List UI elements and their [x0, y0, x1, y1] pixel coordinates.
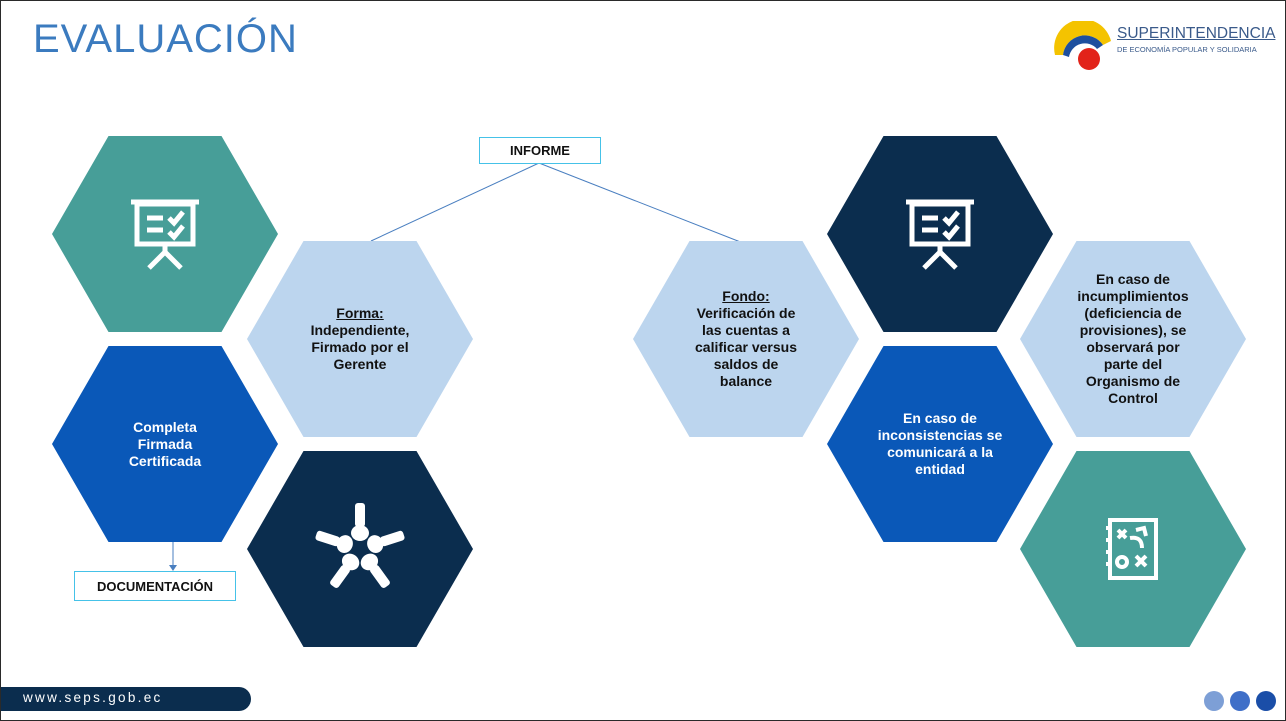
informe-label: INFORME	[479, 137, 601, 164]
forma-line: Firmado por el	[311, 339, 409, 355]
strategy-plan-icon	[1020, 451, 1246, 647]
fondo-text: Fondo: Verificación de las cuentas a cal…	[673, 241, 819, 437]
completa-line: Completa	[133, 418, 197, 435]
inconsistencias-text: En caso de inconsistencias se comunicará…	[867, 346, 1013, 542]
footer-url: www.seps.gob.ec	[23, 690, 163, 705]
fondo-line: balance	[719, 373, 773, 389]
completa-line: Firmada	[137, 435, 193, 452]
incumplimientos-line: Organismo de	[1085, 373, 1181, 389]
documentacion-label: DOCUMENTACIÓN	[74, 571, 236, 601]
forma-line: Gerente	[333, 356, 387, 372]
incumplimientos-line: parte del	[1103, 356, 1163, 372]
hands-teamwork-icon	[247, 451, 473, 647]
hex-presentation-right	[827, 136, 1053, 332]
incumplimientos-text: En caso de incumplimientos (deficiencia …	[1054, 241, 1212, 437]
incumplimientos-line: provisiones), se	[1079, 322, 1187, 338]
completa-text: Completa Firmada Certificada	[92, 346, 238, 542]
hex-fondo: Fondo: Verificación de las cuentas a cal…	[633, 241, 859, 437]
presentation-board-icon	[827, 136, 1053, 332]
forma-heading: Forma:	[336, 305, 384, 321]
page-title: EVALUACIÓN	[33, 17, 298, 61]
inconsistencias-line: inconsistencias se	[877, 427, 1003, 443]
inconsistencias-line: comunicará a la	[887, 444, 993, 460]
footer-bar: www.seps.gob.ec	[1, 687, 251, 711]
logo-name: SUPERINTENDENCIA	[1117, 25, 1276, 42]
completa-line: Certificada	[128, 452, 202, 469]
footer-dot	[1256, 691, 1276, 711]
hex-inconsistencias: En caso de inconsistencias se comunicará…	[827, 346, 1053, 542]
fondo-heading: Fondo:	[722, 288, 770, 304]
incumplimientos-line: observará por	[1086, 339, 1180, 355]
presentation-board-icon	[52, 136, 278, 332]
incumplimientos-line: (deficiencia de	[1084, 305, 1182, 321]
fondo-line: Verificación de	[696, 305, 796, 321]
footer-dot	[1204, 691, 1224, 711]
inconsistencias-line: entidad	[915, 461, 965, 477]
incumplimientos-line: incumplimientos	[1077, 288, 1189, 304]
logo-mark-icon	[1054, 19, 1111, 70]
logo-subtitle: DE ECONOMÍA POPULAR Y SOLIDARIA	[1117, 45, 1257, 54]
forma-text: Forma: Independiente, Firmado por el Ger…	[287, 241, 433, 437]
incumplimientos-line: Control	[1108, 390, 1158, 406]
forma-line: Independiente,	[310, 322, 410, 338]
fondo-line: saldos de	[713, 356, 779, 372]
incumplimientos-line: En caso de	[1096, 271, 1170, 287]
seps-logo: SUPERINTENDENCIA DE ECONOMÍA POPULAR Y S…	[1051, 19, 1281, 71]
fondo-line: calificar versus	[695, 339, 797, 355]
inconsistencias-line: En caso de	[903, 410, 977, 426]
footer-dot	[1230, 691, 1250, 711]
fondo-line: las cuentas a	[702, 322, 790, 338]
